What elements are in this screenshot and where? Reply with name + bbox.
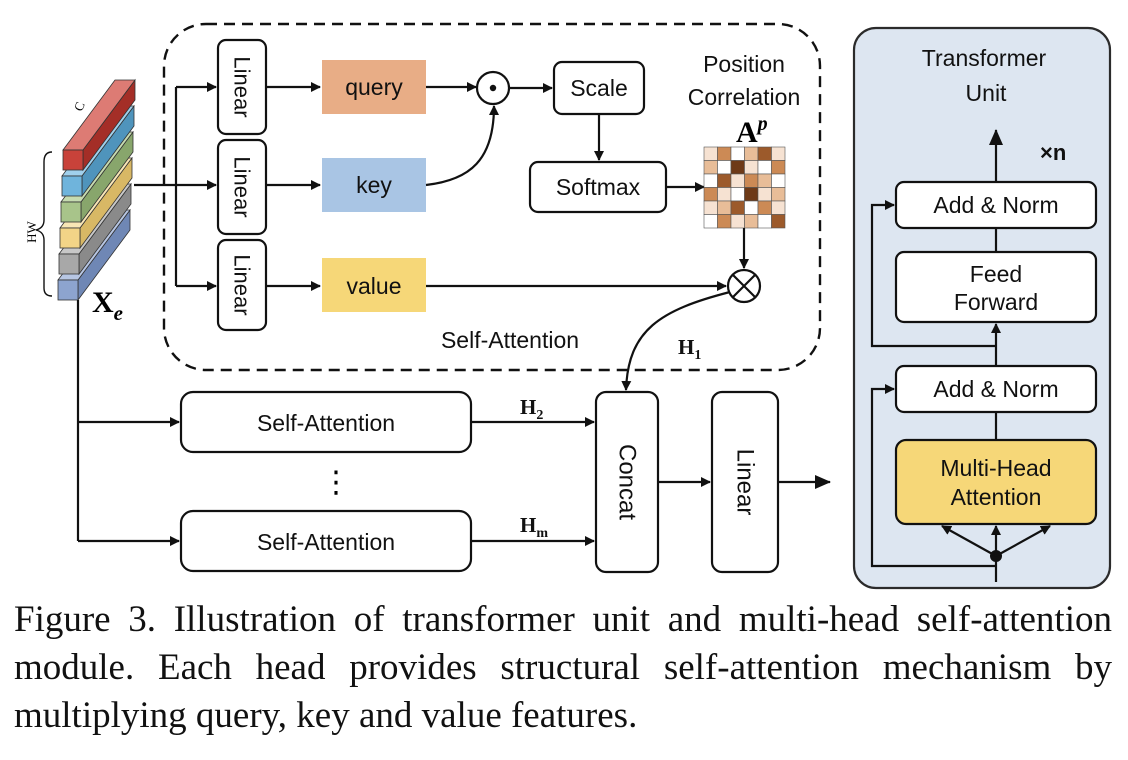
heatmap-cell — [703, 173, 718, 188]
feed-forward-line2: Forward — [954, 289, 1038, 315]
query-box — [322, 60, 426, 114]
heatmap-cell — [703, 200, 718, 215]
heatmap-cell — [771, 160, 786, 175]
heatmap-cell — [730, 200, 745, 215]
dot-product-dot — [489, 84, 497, 92]
heatmap-cell — [744, 200, 759, 215]
value-label: value — [347, 273, 402, 299]
figure-caption: Figure 3. Illustration of transformer un… — [14, 599, 1112, 736]
heatmap-cell — [717, 200, 732, 215]
self-attention-region — [162, 22, 822, 372]
heatmap-cell — [757, 160, 772, 175]
arrow-key-dot — [425, 105, 499, 187]
softmax-label: Softmax — [556, 174, 641, 200]
tensor-slice — [62, 78, 136, 172]
heatmap-cell — [703, 146, 718, 161]
heatmap-cell — [730, 160, 745, 175]
position-label-line1: Position — [703, 51, 785, 77]
output-linear-label: Linear — [732, 449, 759, 516]
arrow-h1-concat — [621, 290, 731, 391]
residual-top — [870, 200, 996, 348]
repeat-label: ×n — [1040, 140, 1066, 165]
key-label: key — [356, 172, 392, 198]
input-tensor: HW C Xe — [24, 78, 136, 325]
feed-forward-line1: Feed — [970, 261, 1022, 287]
ap-label: Ap — [736, 113, 768, 149]
heatmap-cell — [757, 214, 772, 229]
arrow-mha-left — [941, 525, 997, 557]
mha-line1: Multi-Head — [940, 455, 1051, 481]
transformer-title-line2: Unit — [966, 80, 1008, 106]
xe-label: Xe — [92, 286, 123, 325]
heatmap-cell — [730, 146, 745, 161]
scale-label: Scale — [570, 75, 628, 101]
heatmap-cell — [717, 173, 732, 188]
heatmap-cell — [703, 160, 718, 175]
heatmap-cell — [744, 160, 759, 175]
feed-forward-box — [894, 250, 1098, 324]
heatmap-cell — [771, 146, 786, 161]
linear-label-3: Linear — [230, 254, 255, 315]
self-attention-block-2-label: Self-Attention — [257, 410, 395, 436]
heatmap-cell — [771, 200, 786, 215]
heatmap-cell — [703, 214, 718, 229]
mha-line2: Attention — [951, 484, 1042, 510]
heatmap-cell — [757, 146, 772, 161]
linear-box-2 — [216, 138, 268, 236]
arrow-mha-right — [995, 525, 1051, 557]
query-label: query — [345, 74, 403, 100]
h1-label: H1 — [678, 335, 701, 363]
self-attention-block-m-label: Self-Attention — [257, 529, 395, 555]
heatmap-cell — [717, 214, 732, 229]
hw-label: HW — [24, 220, 39, 242]
heatmap-cell — [730, 173, 745, 188]
tensor-slices — [57, 78, 136, 302]
heatmap-cell — [744, 173, 759, 188]
heatmap-cell — [771, 214, 786, 229]
mult-cross-b — [732, 274, 756, 298]
heatmap-cell — [730, 214, 745, 229]
heatmap-cell — [744, 146, 759, 161]
heatmap-cell — [757, 173, 772, 188]
heatmap-cell — [717, 146, 732, 161]
heatmap-cell — [771, 187, 786, 202]
vertical-ellipsis: ⋮ — [321, 466, 351, 499]
hw-brace — [35, 151, 53, 297]
concat-label: Concat — [614, 444, 641, 520]
heatmap-cell — [744, 187, 759, 202]
heatmap-cell — [703, 187, 718, 202]
hm-label: Hm — [520, 513, 548, 541]
diagram-canvas: HW C Xe Self-Attention Linear Linear Lin… — [24, 22, 1112, 590]
c-label: C — [71, 100, 88, 113]
key-box — [322, 158, 426, 212]
self-attention-title: Self-Attention — [441, 327, 579, 353]
linear-label-2: Linear — [230, 156, 255, 217]
transformer-title-line1: Transformer — [922, 45, 1047, 71]
multi-head-attention-box — [894, 438, 1098, 526]
heatmap-cell — [717, 160, 732, 175]
heatmap-cell — [757, 200, 772, 215]
add-norm-top-label: Add & Norm — [933, 192, 1058, 218]
position-correlation-heatmap — [703, 146, 786, 229]
linear-label-1: Linear — [230, 56, 255, 117]
add-norm-bottom-label: Add & Norm — [933, 376, 1058, 402]
h2-label: H2 — [520, 395, 543, 423]
heatmap-cell — [757, 187, 772, 202]
heatmap-cell — [771, 173, 786, 188]
heatmap-cell — [744, 214, 759, 229]
value-box — [322, 258, 426, 312]
residual-bottom — [870, 384, 996, 568]
heatmap-cell — [730, 187, 745, 202]
position-label-line2: Correlation — [688, 84, 801, 110]
heatmap-cell — [717, 187, 732, 202]
